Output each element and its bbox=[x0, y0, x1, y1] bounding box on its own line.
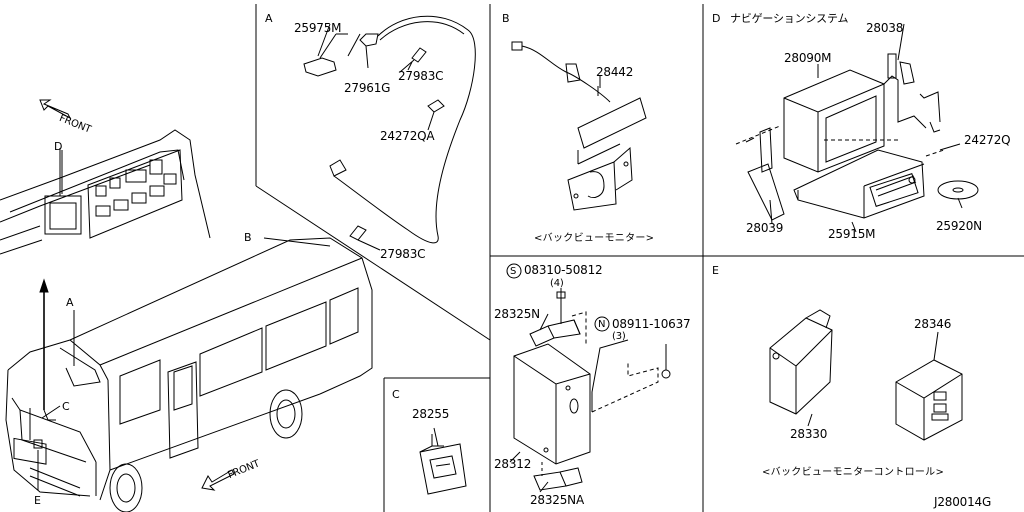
part-08310-50812: 08310-50812 bbox=[524, 263, 603, 277]
part-25920N: 25920N bbox=[936, 219, 982, 233]
callout-leaders bbox=[37, 150, 331, 490]
panel-a-antenna-cable bbox=[303, 15, 476, 251]
part-28330: 28330 bbox=[790, 427, 828, 441]
section-a-label: A bbox=[265, 12, 273, 25]
part-28039: 28039 bbox=[746, 221, 784, 235]
section-d-label: D bbox=[712, 12, 721, 25]
part-28325NA: 28325NA bbox=[530, 493, 584, 507]
caption-back-view-monitor-control: <バックビューモニターコントロール> bbox=[762, 467, 945, 478]
caption-back-view-monitor: <バックビューモニター> bbox=[534, 233, 655, 244]
callout-d: D bbox=[54, 140, 63, 153]
screw-symbol-circle bbox=[506, 263, 522, 279]
part-28325N: 28325N bbox=[494, 307, 540, 321]
panel-lower-b-controller bbox=[509, 288, 671, 493]
diagram-code: J280014G bbox=[934, 495, 992, 509]
panel-c-relay bbox=[419, 427, 467, 495]
part-28346: 28346 bbox=[914, 317, 952, 331]
part-28312: 28312 bbox=[494, 457, 532, 471]
callout-a: A bbox=[66, 296, 74, 309]
part-28255: 28255 bbox=[412, 407, 450, 421]
nut-symbol: N bbox=[598, 319, 606, 330]
part-28090M: 28090M bbox=[784, 51, 832, 65]
section-c-label: C bbox=[392, 388, 400, 401]
panel-frame-lines bbox=[255, 4, 1024, 512]
callout-e: E bbox=[34, 494, 41, 507]
section-b-label: B bbox=[502, 12, 510, 25]
part-25915M: 25915M bbox=[828, 227, 876, 241]
screw-symbol: S bbox=[510, 266, 517, 277]
part-24272Q: 24272Q bbox=[964, 133, 1011, 147]
nut-quantity: (3) bbox=[612, 331, 626, 342]
part-28038: 28038 bbox=[866, 21, 904, 35]
part-27983C-top: 27983C bbox=[398, 69, 444, 83]
part-25975M: 25975M bbox=[294, 21, 342, 35]
panel-d-navigation bbox=[735, 23, 979, 233]
section-d-title: ナビゲーションシステム bbox=[730, 12, 849, 25]
part-08911-10637: 08911-10637 bbox=[612, 317, 691, 331]
front-arrows bbox=[39, 99, 235, 491]
callout-b: B bbox=[244, 231, 252, 244]
section-e-label: E bbox=[712, 264, 719, 277]
screw-quantity: (4) bbox=[550, 278, 564, 289]
dashboard-illustration bbox=[0, 129, 211, 255]
panel-b-monitor bbox=[511, 41, 647, 211]
part-27961G: 27961G bbox=[344, 81, 391, 95]
part-27983C-bottom: 27983C bbox=[380, 247, 426, 261]
panel-e-control-unit bbox=[769, 309, 963, 441]
callout-c: C bbox=[62, 400, 70, 413]
nut-symbol-circle bbox=[594, 316, 610, 332]
bus-illustration bbox=[5, 237, 373, 512]
part-24272QA: 24272QA bbox=[380, 129, 435, 143]
part-28442: 28442 bbox=[596, 65, 634, 79]
